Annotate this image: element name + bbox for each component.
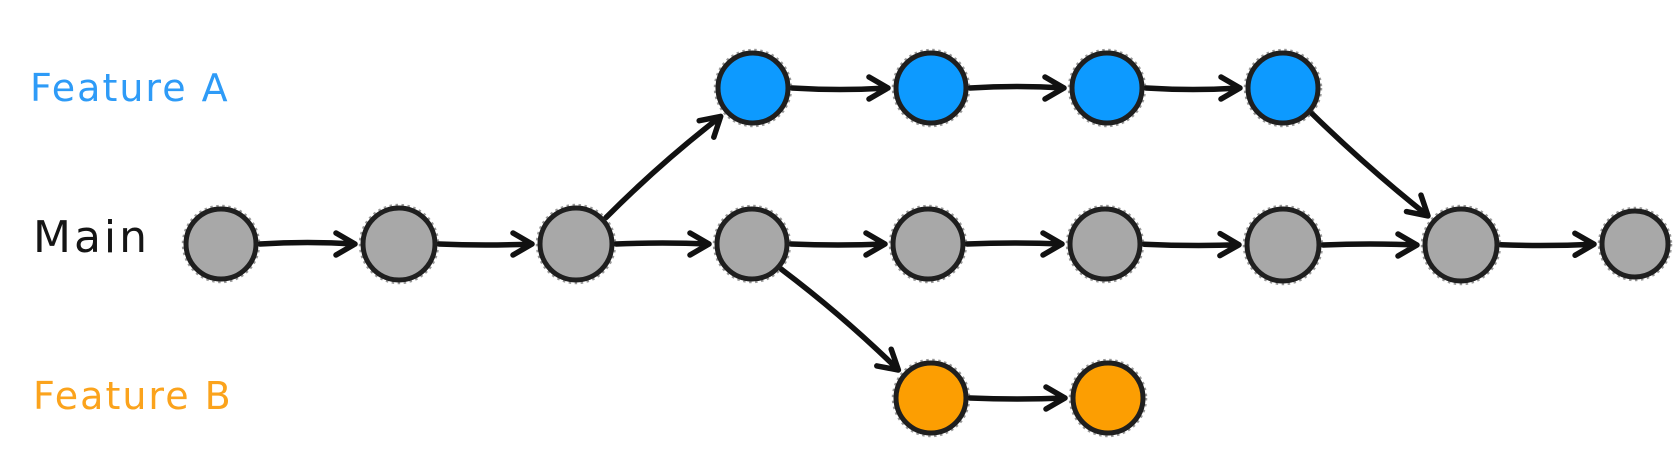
commit-node-a3 [1067,48,1147,128]
main-commit-circle [890,206,966,282]
commit-arrow-m5-m6 [964,230,1065,258]
sketch-texture-ring [1420,204,1502,286]
sketch-texture-ring [1597,206,1673,282]
main-commit-circle [1067,206,1143,282]
commit-arrow-m8-m9 [1498,230,1597,259]
main-commit-circle [1244,206,1322,284]
sketch-texture-ring [891,358,971,438]
main-commit-circle [1599,208,1671,280]
commit-arrow-a3-a4 [1143,74,1243,102]
feature-a-commit-circle [1069,50,1145,126]
sketch-texture-ring [712,204,792,284]
commit-arrow-m2-m3 [436,230,535,258]
sketch-texture-ring [713,48,793,128]
sketch-texture-ring [891,48,971,128]
main-commit-circle [1422,206,1500,284]
commit-node-m9 [1597,206,1673,282]
sketch-texture-ring [1068,358,1148,438]
branch-label-main: Main [33,212,150,263]
sketch-texture-ring [1243,48,1323,128]
commit-node-a1 [713,48,793,128]
commit-node-a4 [1243,48,1323,128]
commit-node-m5 [888,204,968,284]
sketch-texture-ring [181,204,261,284]
feature-b-commit-circle [1070,360,1146,436]
main-commit-circle [360,205,438,283]
commit-node-a2 [891,48,971,128]
branch-arrow-m3-a1 [603,113,724,221]
main-commit-circle [537,205,615,283]
commit-node-m3 [535,203,617,285]
sketch-texture-ring [888,204,968,284]
main-commit-circle [714,206,790,282]
commit-arrow-m7-m8 [1320,231,1420,259]
sketch-texture-ring [1242,204,1324,286]
commit-arrow-a1-a2 [789,74,891,102]
edges-layer [257,74,1597,412]
branch-label-feature-a: Feature A [30,66,230,110]
sketch-texture-ring [358,203,440,285]
commit-arrow-a2-a3 [967,74,1067,102]
commit-node-b1 [891,358,971,438]
sketch-texture-ring [535,203,617,285]
feature-a-commit-circle [893,50,969,126]
sketch-texture-ring [1065,204,1145,284]
main-commit-circle [183,206,259,282]
nodes-layer [181,48,1673,438]
commit-arrow-b1-b2 [967,384,1068,412]
commit-arrow-m4-m5 [788,230,888,258]
commit-arrow-m3-m4 [613,230,712,258]
commit-node-b2 [1068,358,1148,438]
feature-a-commit-circle [1245,50,1321,126]
branch-arrow-m4-b1 [778,266,902,373]
feature-a-commit-circle [715,50,791,126]
commit-node-m4 [712,204,792,284]
commit-node-m6 [1065,204,1145,284]
sketch-texture-ring [1067,48,1147,128]
feature-b-commit-circle [893,360,969,436]
branch-label-feature-b: Feature B [33,374,233,418]
commit-arrow-m1-m2 [257,230,358,258]
commit-node-m8 [1420,204,1502,286]
commit-arrow-m6-m7 [1141,230,1242,259]
commit-node-m7 [1242,204,1324,286]
merge-arrow-a4-m8 [1309,111,1431,219]
commit-node-m2 [358,203,440,285]
commit-node-m1 [181,204,261,284]
